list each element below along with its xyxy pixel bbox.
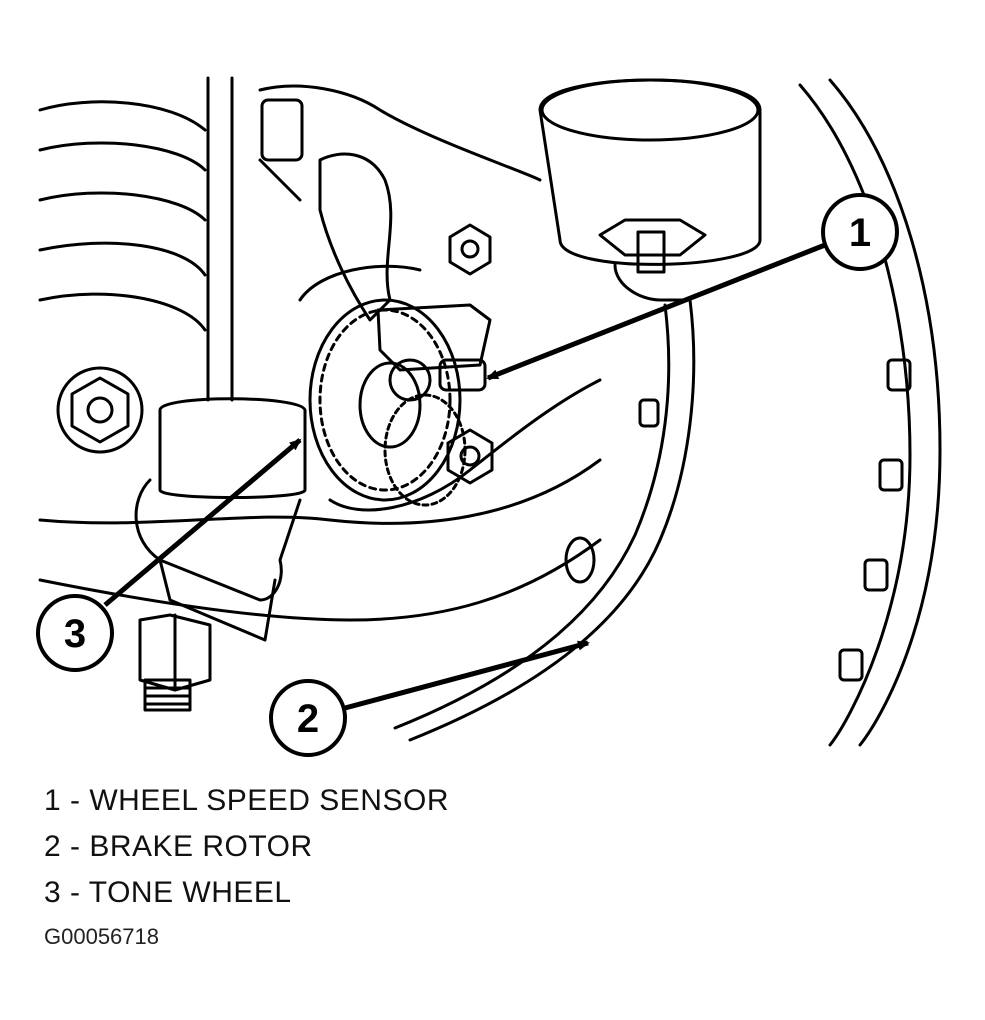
legend-item-tone-wheel: 3 - TONE WHEEL [44, 876, 292, 909]
callout-3-number: 3 [64, 612, 86, 656]
leader-line-2 [344, 640, 590, 711]
stud-nut [138, 613, 212, 712]
legend-item-wheel-speed-sensor: 1 - WHEEL SPEED SENSOR [44, 784, 449, 817]
callout-2: 2 [269, 679, 347, 757]
callout-1: 1 [821, 193, 899, 271]
callout-1-number: 1 [849, 211, 871, 255]
leader-lines [103, 242, 826, 711]
strut-mount [538, 78, 762, 302]
callout-2-number: 2 [297, 697, 319, 741]
legend-item-brake-rotor: 2 - BRAKE ROTOR [44, 830, 313, 863]
callout-3: 3 [36, 594, 114, 672]
tone-wheel [308, 298, 467, 507]
coil-spring [38, 100, 207, 332]
steering-knuckle [258, 84, 602, 512]
sensor-body [318, 152, 492, 402]
line-art [38, 76, 942, 747]
leader-line-1 [486, 242, 826, 381]
lower-control-arm [38, 458, 602, 622]
brake-rotor [393, 78, 942, 747]
legend: 1 - WHEEL SPEED SENSOR 2 - BRAKE ROTOR 3… [44, 778, 449, 916]
wheel-speed-sensor-diagram: 1 2 3 [36, 76, 942, 757]
left-bolt [56, 366, 144, 454]
knuckle-bolts [446, 223, 494, 485]
figure-id: G00056718 [44, 924, 159, 949]
leader-line-3 [103, 438, 302, 607]
strut-rod [206, 76, 234, 402]
